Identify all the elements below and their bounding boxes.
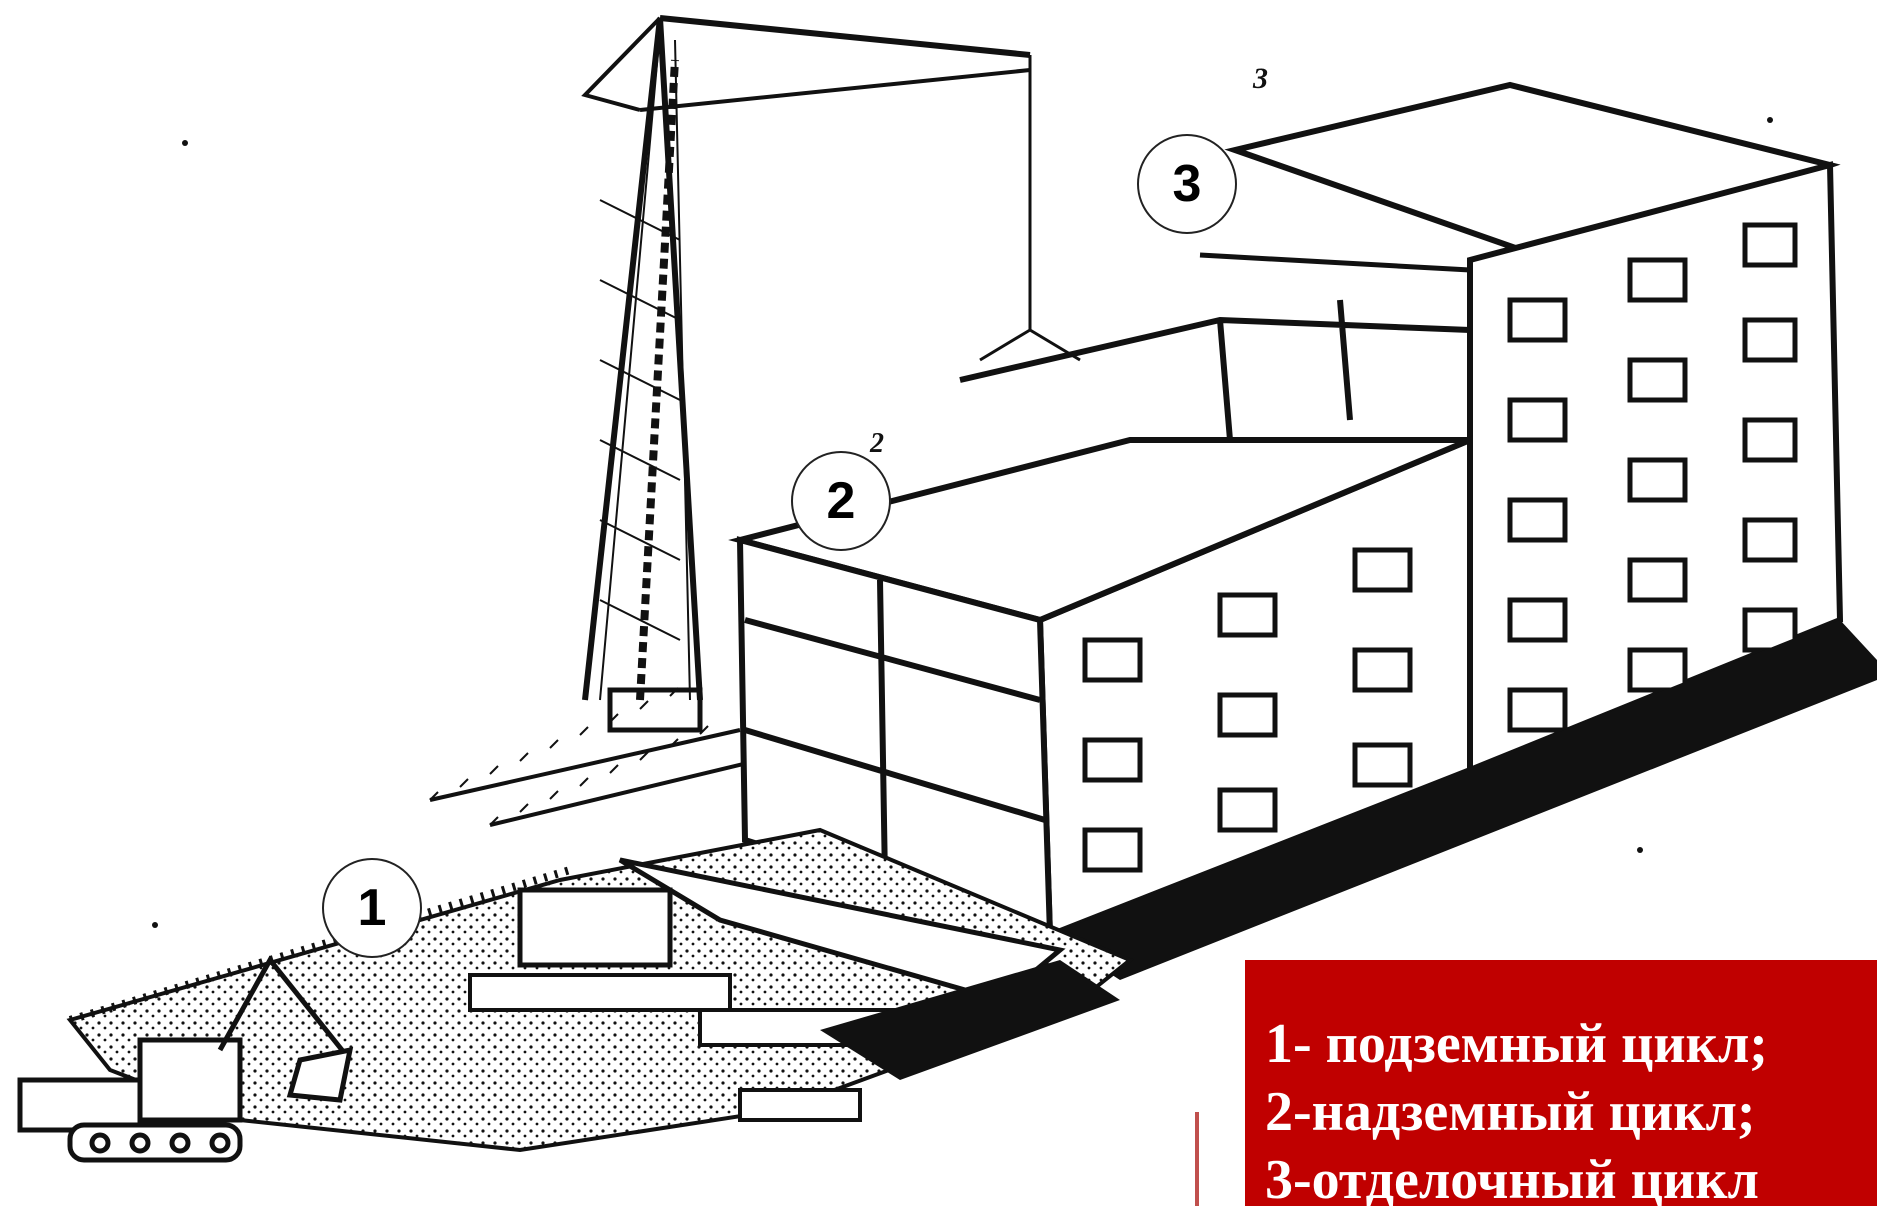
crane-rails [430, 688, 760, 825]
accent-bar [1195, 1112, 1199, 1206]
illustration-digit-3: 3 [1253, 62, 1268, 96]
stage-marker-1: 1 [322, 858, 422, 958]
legend-line-finishing: 3-отделочный цикл [1265, 1146, 1877, 1206]
legend-line-underground: 1- подземный цикл; [1265, 1010, 1877, 1078]
building [740, 85, 1840, 935]
illustration-digit-2: 2 [870, 428, 884, 460]
legend-line-aboveground: 2-надземный цикл; [1265, 1078, 1877, 1146]
stage-marker-2: 2 [791, 451, 891, 551]
stage-marker-3: 3 [1137, 134, 1237, 234]
cycle-legend: 1- подземный цикл; 2-надземный цикл; 3-о… [1245, 960, 1877, 1206]
